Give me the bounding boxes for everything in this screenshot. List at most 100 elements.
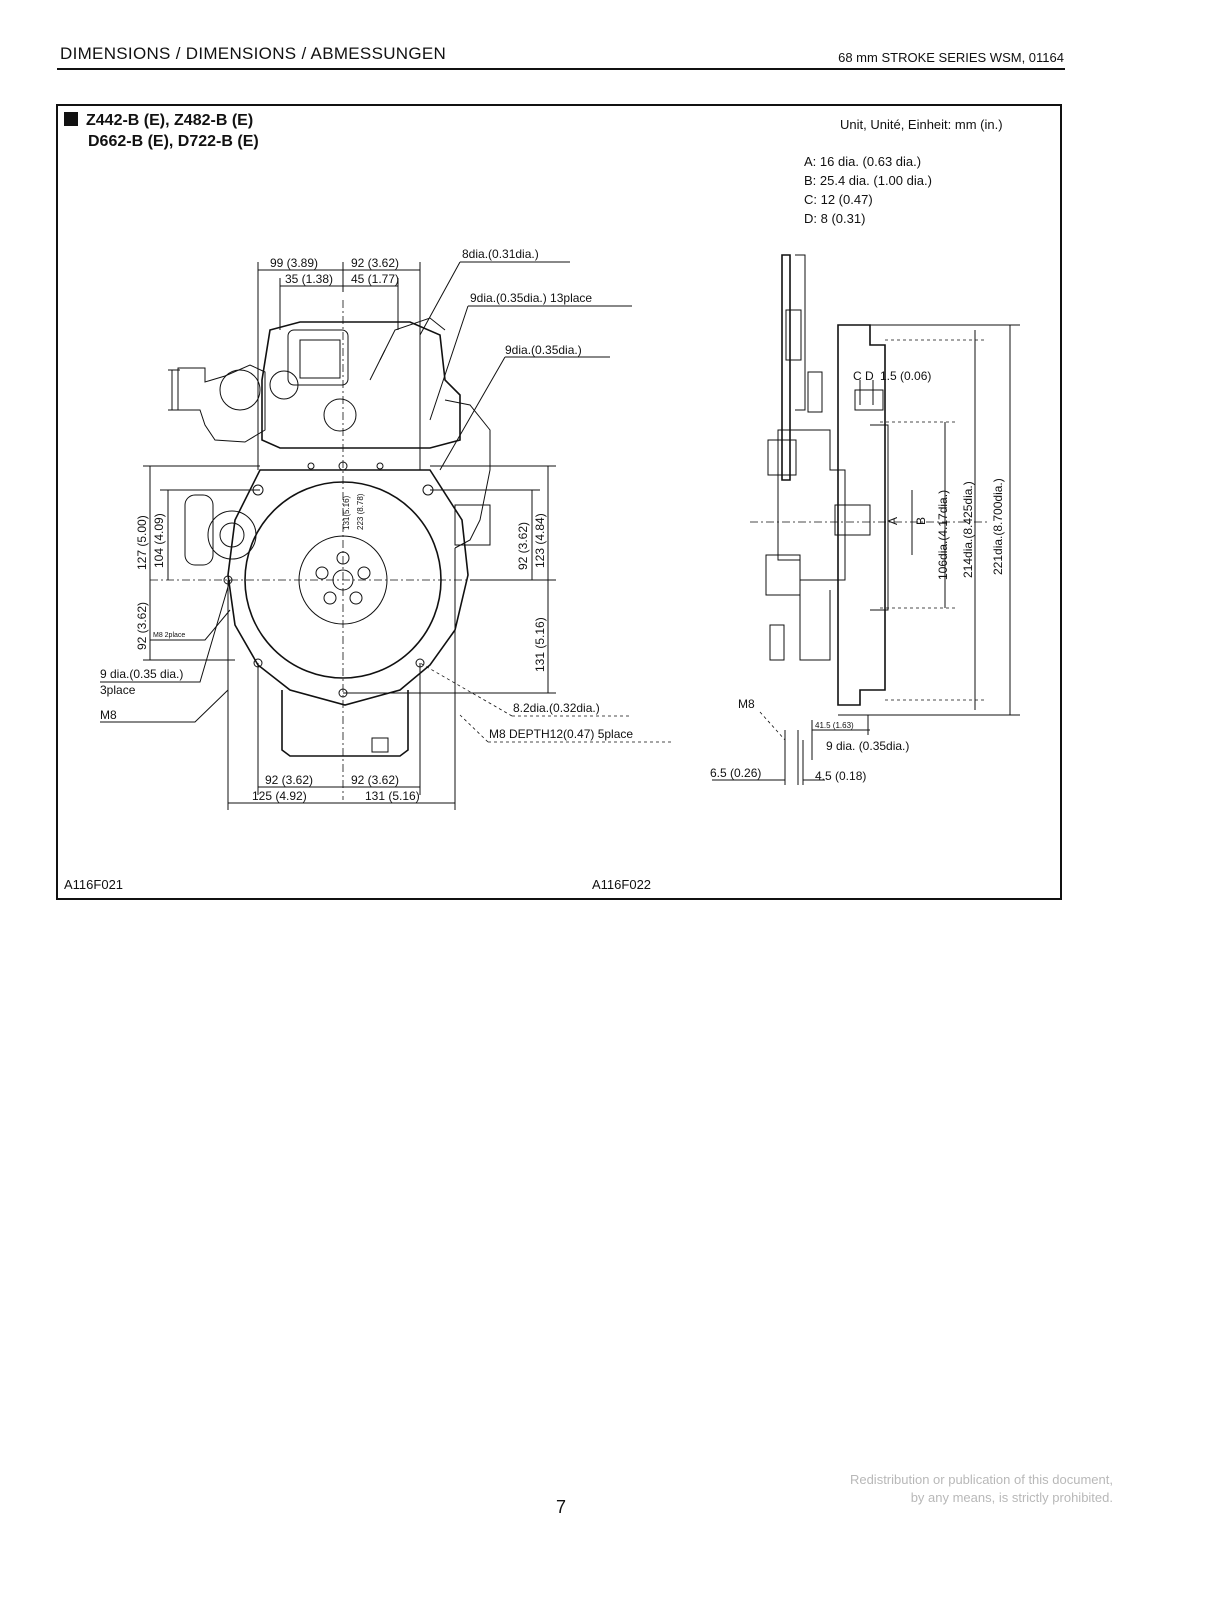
figure-code-front: A116F021 (64, 877, 124, 892)
governor-lever (269, 370, 299, 400)
dim-bottom-131: 131 (5.16) (365, 789, 420, 803)
header-rule (57, 68, 1065, 70)
legend-item-b: B: 25.4 dia. (1.00 dia.) (804, 173, 932, 188)
side-view-drawing: C D 1.5 (0.06) A B 106dia.(4.17dia.) 214… (710, 254, 1020, 785)
dim-inner-131: 131(5.16) (342, 495, 351, 530)
housing-side (837, 324, 886, 706)
model-line-2: D662-B (E), D722-B (E) (88, 133, 259, 150)
callout-8dia: 8dia.(0.31dia.) (462, 247, 539, 261)
dim-top-35: 35 (1.38) (285, 272, 333, 286)
bullet-square-icon (64, 112, 78, 126)
callout-m8-depth: M8 DEPTH12(0.47) 5place (489, 727, 633, 741)
intake-manifold (177, 364, 266, 443)
copyright-notice: Redistribution or publication of this do… (850, 1471, 1113, 1507)
alternator-pulley (219, 369, 261, 411)
fuel-line-2 (369, 349, 386, 381)
bracket-lower (765, 554, 801, 596)
dim-left-127: 127 (5.00) (135, 515, 149, 570)
bolt-hole (349, 591, 363, 605)
injection-pump (287, 329, 349, 386)
dim-left-104: 104 (4.09) (152, 513, 166, 568)
belt-section (785, 309, 802, 361)
dimension-legend: A: 16 dia. (0.63 dia.) B: 25.4 dia. (1.0… (804, 152, 932, 228)
leader-m8-depth (459, 714, 672, 743)
callout-9dia-3place-b: 3place (100, 683, 136, 697)
cylinder-head-outline (261, 321, 461, 449)
model-line-1: Z442-B (E), Z482-B (E) (86, 112, 254, 129)
label-m8-side: M8 (738, 697, 755, 711)
figure-frame (56, 104, 1062, 900)
notice-line-2: by any means, is strictly prohibited. (910, 1490, 1113, 1505)
lower-block (799, 580, 831, 661)
label-45: 4.5 (0.18) (815, 769, 866, 783)
series-label: 68 mm STROKE SERIES WSM, 01164 (838, 50, 1064, 65)
bolt-head (807, 371, 823, 413)
leader-m8-side (759, 711, 786, 741)
pulley-side (795, 254, 806, 411)
leader-9dia (439, 356, 610, 471)
dim-top-45: 45 (1.77) (351, 272, 399, 286)
oil-filter (454, 504, 491, 546)
dim-bottom-92b: 92 (3.62) (351, 773, 399, 787)
leader-m8 (100, 689, 229, 723)
housing-hole (307, 462, 315, 470)
drain-plug (371, 737, 389, 753)
label-9dia-side: 9 dia. (0.35dia.) (826, 739, 909, 753)
crankshaft-end (834, 504, 871, 536)
flywheel-side (870, 424, 889, 611)
dim-right-123: 123 (4.84) (533, 513, 547, 568)
notice-line-1: Redistribution or publication of this do… (849, 1472, 1113, 1487)
callout-9dia-3place-a: 9 dia.(0.35 dia.) (100, 667, 183, 681)
bolt-side (854, 389, 884, 411)
exhaust-manifold (444, 399, 491, 549)
bolt-hole (315, 566, 329, 580)
fan-blade (184, 494, 214, 566)
leader-9dia-3place (100, 579, 231, 683)
leader-m8-2place (150, 609, 231, 641)
housing-hole (376, 462, 384, 470)
callout-m8: M8 (100, 708, 117, 722)
unit-note: Unit, Unité, Einheit: mm (in.) (840, 117, 1003, 132)
plug (769, 624, 785, 661)
leader-9dia-13 (429, 305, 632, 421)
crank-block (777, 429, 846, 581)
label-415: 41.5 (1.63) (815, 721, 854, 730)
leader-8dia (419, 261, 570, 336)
label-65: 6.5 (0.26) (710, 766, 761, 780)
front-view-drawing: 99 (3.89) 92 (3.62) 35 (1.38) 45 (1.77) … (100, 247, 672, 810)
dim-right-131: 131 (5.16) (533, 617, 547, 672)
label-b: B (914, 517, 928, 525)
oil-pan (281, 690, 409, 757)
label-a: A (886, 517, 900, 525)
dim-top-92: 92 (3.62) (351, 256, 399, 270)
callout-9dia: 9dia.(0.35dia.) (505, 343, 582, 357)
bracket (767, 439, 797, 476)
label-15: 1.5 (0.06) (880, 369, 931, 383)
fan-blade-side (781, 254, 791, 481)
legend-item-a: A: 16 dia. (0.63 dia.) (804, 154, 922, 169)
fuel-line (379, 317, 446, 361)
label-cd: C D (853, 369, 874, 383)
intake-flange (168, 369, 180, 411)
bolt-hole (357, 566, 371, 580)
filter-cap (323, 398, 357, 432)
dim-inner-223: 223 (8.78) (356, 493, 365, 530)
dim-right-92: 92 (3.62) (516, 522, 530, 570)
pump-body (299, 339, 341, 379)
label-221dia: 221dia.(8.700dia.) (991, 478, 1005, 575)
legend-item-d: D: 8 (0.31) (804, 211, 866, 226)
callout-82dia: 8.2dia.(0.32dia.) (513, 701, 600, 715)
model-title: Z442-B (E), Z482-B (E) D662-B (E), D722-… (64, 110, 259, 152)
legend-item-c: C: 12 (0.47) (804, 192, 873, 207)
dim-left-92: 92 (3.62) (135, 602, 149, 650)
dim-m8-2place: M8 2place (153, 632, 185, 639)
dim-bottom-125: 125 (4.92) (252, 789, 307, 803)
leader-82dia (419, 662, 632, 717)
bolt-hole (323, 591, 337, 605)
page-number: 7 (556, 1497, 567, 1517)
section-title: DIMENSIONS / DIMENSIONS / ABMESSUNGEN (60, 44, 447, 63)
callout-9dia-13place: 9dia.(0.35dia.) 13place (470, 291, 592, 305)
dim-bottom-92a: 92 (3.62) (265, 773, 313, 787)
label-214dia: 214dia.(8.425dia.) (961, 481, 975, 578)
